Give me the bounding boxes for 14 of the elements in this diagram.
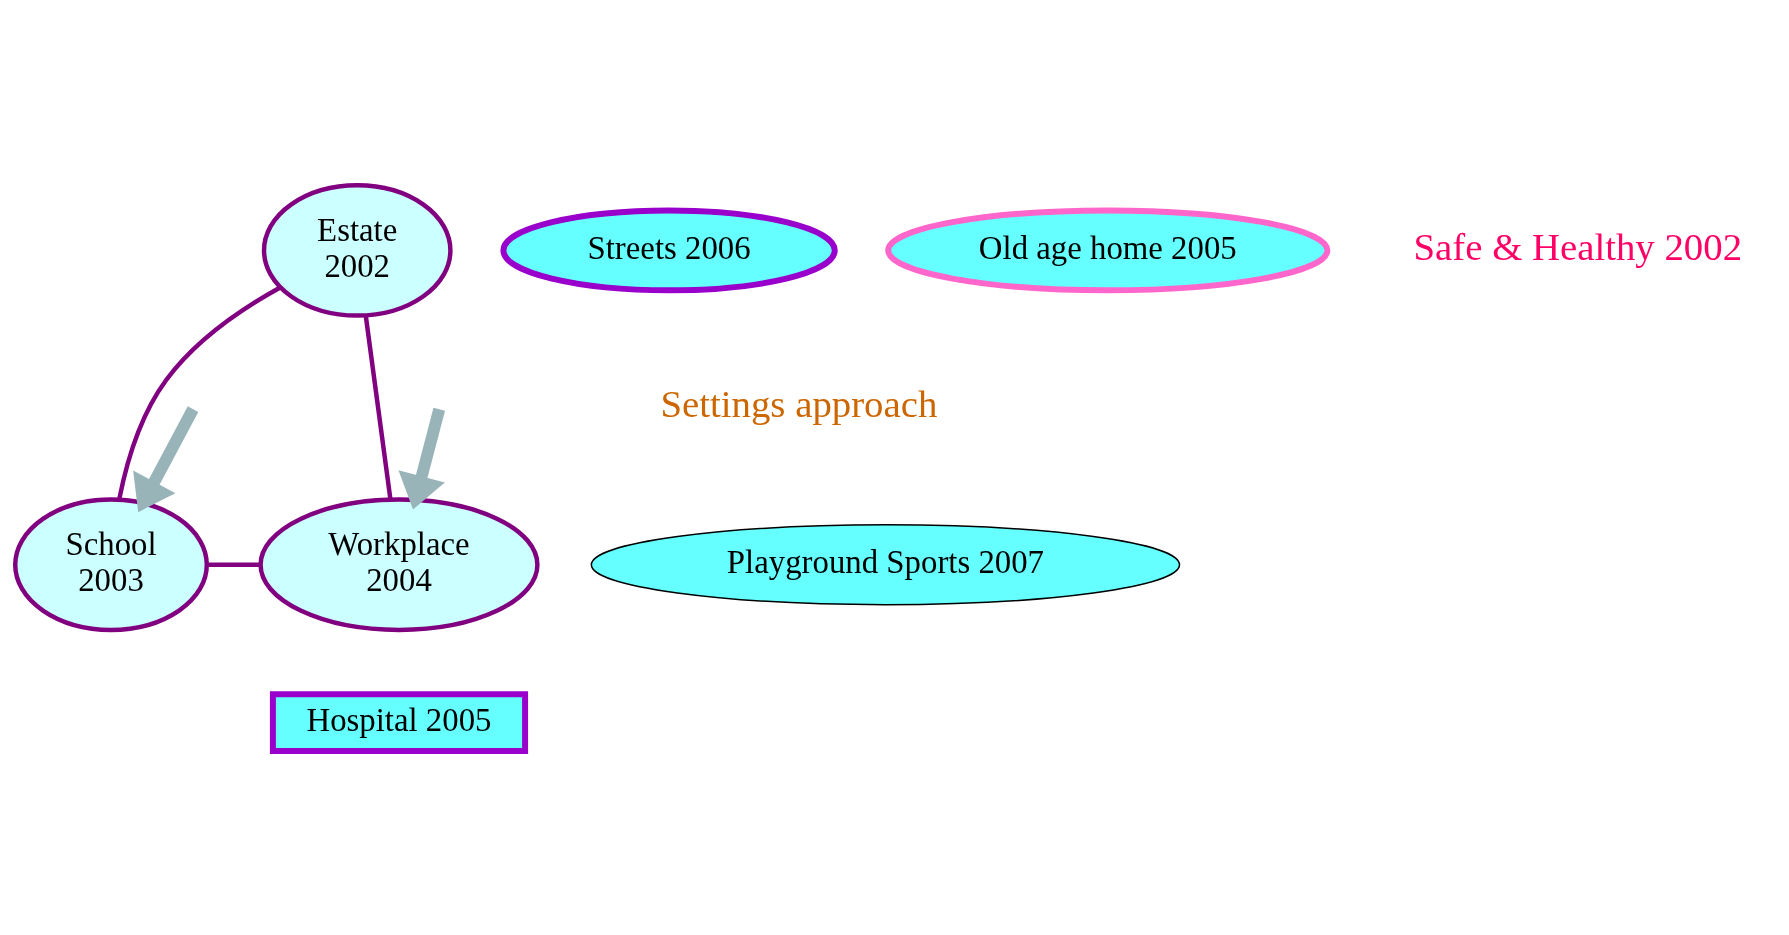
arrow <box>398 407 446 510</box>
label: Safe & Healthy 2002 <box>1413 224 1743 268</box>
node-ellipse: School 2003 <box>13 496 210 632</box>
node-ellipse: Workplace 2004 <box>258 496 540 632</box>
node-ellipse: Playground Sports 2007 <box>590 523 1181 605</box>
arrow <box>133 405 199 512</box>
label: Settings approach <box>660 381 938 425</box>
node-ellipse: Estate 2002 <box>261 182 453 318</box>
connector <box>363 314 393 499</box>
node-box: Hospital 2005 <box>269 690 529 754</box>
node-ellipse: Old age home 2005 <box>885 207 1331 293</box>
connector <box>117 284 282 500</box>
connector <box>207 562 261 567</box>
node-ellipse: Streets 2006 <box>500 207 838 293</box>
